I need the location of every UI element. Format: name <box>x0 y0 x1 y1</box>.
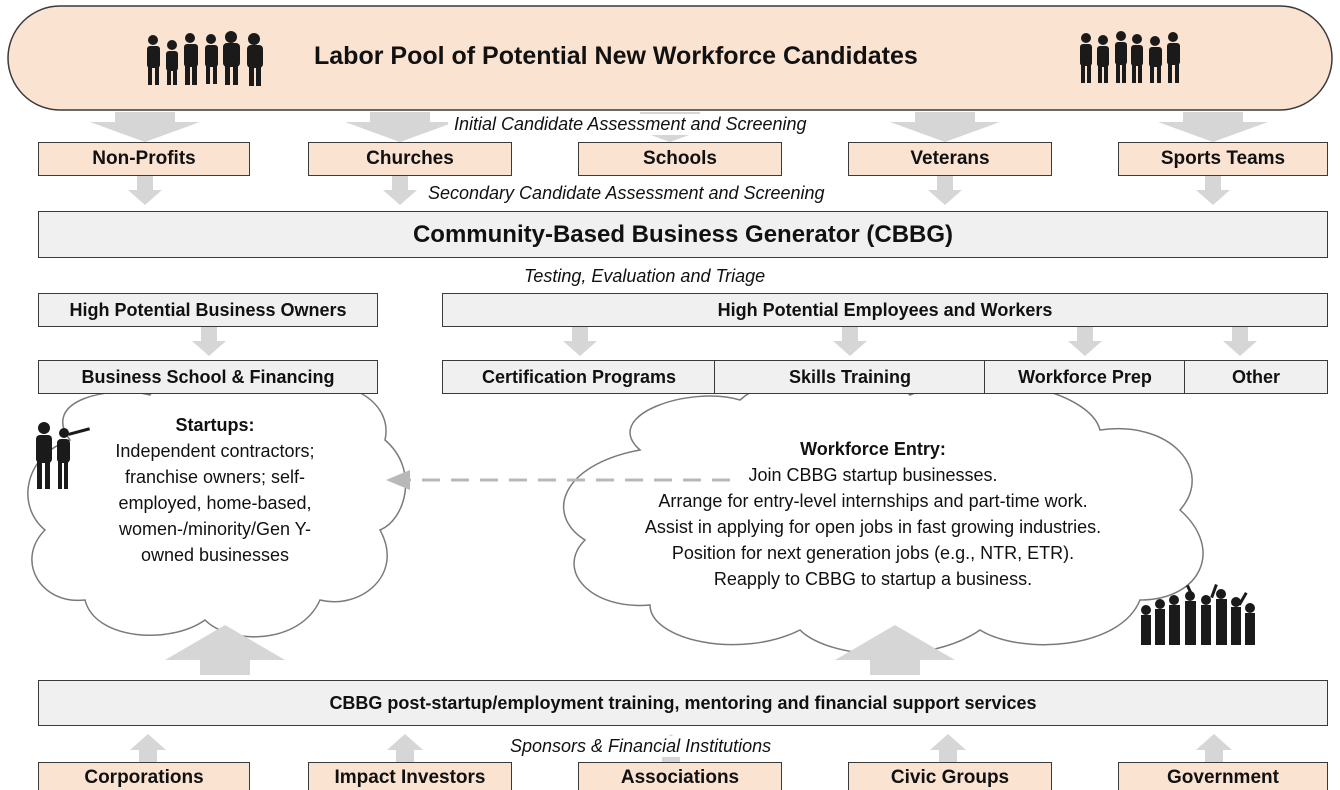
workforce-entry-line: Assist in applying for open jobs in fast… <box>644 517 1102 537</box>
workforce-entry-text: Workforce Entry: Join CBBG startup busin… <box>568 436 1178 592</box>
triage-down-arrows <box>192 327 1257 356</box>
workforce-entry-line: Position for next generation jobs (e.g.,… <box>671 543 1075 563</box>
program-skills-training: Skills Training <box>714 360 986 394</box>
testing-label: Testing, Evaluation and Triage <box>518 266 772 287</box>
secondary-screening-label: Secondary Candidate Assessment and Scree… <box>422 183 831 204</box>
startups-line: women-/minority/Gen Y- <box>118 519 312 539</box>
startups-heading: Startups: <box>175 415 255 435</box>
startups-line: owned businesses <box>140 545 290 565</box>
initial-screening-label: Initial Candidate Assessment and Screeni… <box>448 114 813 135</box>
dashed-arrowhead <box>386 470 410 490</box>
business-owners-box: High Potential Business Owners <box>38 293 378 327</box>
sponsor-impact-investors: Impact Investors <box>308 762 512 790</box>
program-workforce-prep: Workforce Prep <box>984 360 1186 394</box>
startups-line: employed, home-based, <box>118 493 312 513</box>
source-sports-teams: Sports Teams <box>1118 142 1328 176</box>
support-services-box: CBBG post-startup/employment training, m… <box>38 680 1328 726</box>
sponsor-civic-groups: Civic Groups <box>848 762 1052 790</box>
program-other: Other <box>1184 360 1328 394</box>
workforce-entry-line: Arrange for entry-level internships and … <box>658 491 1088 511</box>
startups-line: Independent contractors; <box>115 441 315 461</box>
crowd-silhouette-icon <box>1141 584 1255 645</box>
couple-silhouette-icon <box>36 422 91 489</box>
startups-line: franchise owners; self- <box>124 467 306 487</box>
page-title: Labor Pool of Potential New Workforce Ca… <box>314 42 918 70</box>
workforce-entry-line: Join CBBG startup businesses. <box>748 465 998 485</box>
source-down-arrows <box>128 176 1230 205</box>
sponsor-associations: Associations <box>578 762 782 790</box>
people-silhouette-icon <box>1080 31 1180 83</box>
program-certification: Certification Programs <box>442 360 716 394</box>
employees-box: High Potential Employees and Workers <box>442 293 1328 327</box>
startups-text: Startups: Independent contractors; franc… <box>80 412 350 568</box>
source-veterans: Veterans <box>848 142 1052 176</box>
sponsor-government: Government <box>1118 762 1328 790</box>
source-schools: Schools <box>578 142 782 176</box>
cbbg-box: Community-Based Business Generator (CBBG… <box>38 211 1328 258</box>
business-school-box: Business School & Financing <box>38 360 378 394</box>
source-non-profits: Non-Profits <box>38 142 250 176</box>
workforce-entry-heading: Workforce Entry: <box>800 439 946 459</box>
sponsor-corporations: Corporations <box>38 762 250 790</box>
people-silhouette-icon <box>147 31 263 86</box>
support-up-arrows <box>165 625 955 675</box>
source-churches: Churches <box>308 142 512 176</box>
workforce-entry-line: Reapply to CBBG to startup a business. <box>713 569 1033 589</box>
sponsors-label: Sponsors & Financial Institutions <box>504 736 778 757</box>
labor-pool-banner <box>7 5 1333 111</box>
